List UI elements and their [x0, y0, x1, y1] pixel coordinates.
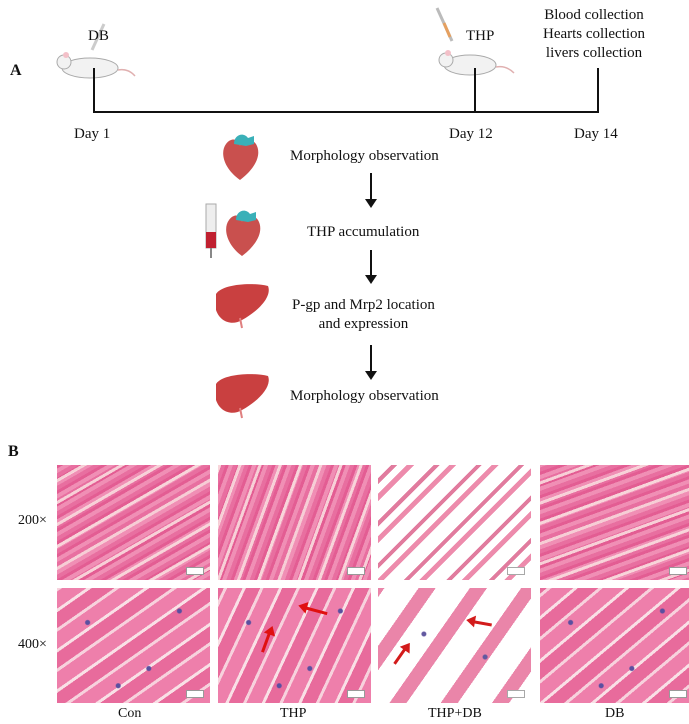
tick-day1	[93, 68, 95, 113]
scale-bar	[347, 567, 365, 575]
flow-step-3: P-gp and Mrp2 location and expression	[292, 296, 435, 334]
heart-icon	[223, 134, 259, 180]
tick-day12	[474, 68, 476, 113]
collection-livers: livers collection	[545, 45, 643, 61]
collections: Blood collection Hearts collection liver…	[543, 6, 645, 63]
arrow-down-icon	[365, 250, 377, 284]
scale-bar	[507, 567, 525, 575]
day-1-label: Day 1	[74, 126, 111, 142]
scale-bar	[186, 690, 204, 698]
col-label-thpdb: THP+DB	[428, 706, 482, 721]
scale-bar	[347, 690, 365, 698]
col-label-db: DB	[605, 706, 625, 721]
micrograph-thp-400x	[218, 588, 371, 703]
flow-step-4: Morphology observation	[290, 388, 439, 404]
day-14-label: Day 14	[574, 126, 618, 142]
collection-hearts: Hearts collection	[543, 26, 646, 42]
scale-bar	[669, 567, 687, 575]
syringe-heart-icon	[205, 203, 261, 258]
mouse-db-icon	[56, 23, 136, 79]
collection-blood: Blood collection	[544, 7, 644, 23]
row-label-400x: 400×	[18, 637, 47, 652]
micrograph-db-400x	[540, 588, 689, 703]
micrograph-db-200x	[540, 465, 689, 580]
scale-bar	[669, 690, 687, 698]
mouse-thp-icon	[435, 7, 515, 76]
arrow-down-icon	[365, 173, 377, 208]
col-label-con: Con	[118, 706, 142, 721]
col-label-thp: THP	[280, 706, 307, 721]
tick-day14	[597, 68, 599, 113]
micrograph-thpdb-400x	[378, 588, 531, 703]
red-arrow-icon	[471, 620, 492, 627]
flow-step-2: THP accumulation	[307, 224, 420, 240]
micrograph-thpdb-200x	[378, 465, 531, 580]
scale-bar	[186, 567, 204, 575]
flow-step-3-line1: P-gp and Mrp2 location	[292, 297, 435, 313]
micrograph-thp-200x	[218, 465, 371, 580]
micrograph-con-400x	[57, 588, 210, 703]
scale-bar	[507, 690, 525, 698]
liver-icon	[216, 284, 269, 329]
day-12-label: Day 12	[449, 126, 493, 142]
flow-step-1: Morphology observation	[290, 148, 439, 164]
treatment-db: DB	[88, 28, 109, 44]
red-arrow-icon	[303, 606, 328, 616]
panel-a-label: A	[10, 62, 22, 79]
flow-step-3-line2: and expression	[318, 316, 409, 332]
red-arrow-icon	[393, 646, 408, 665]
liver-icon	[216, 374, 269, 419]
red-arrow-icon	[261, 630, 272, 653]
row-label-200x: 200×	[18, 513, 47, 528]
arrow-down-icon	[365, 345, 377, 380]
treatment-thp: THP	[466, 28, 495, 44]
micrograph-con-200x	[57, 465, 210, 580]
timeline-axis	[93, 111, 599, 113]
panel-b-label: B	[8, 443, 19, 460]
